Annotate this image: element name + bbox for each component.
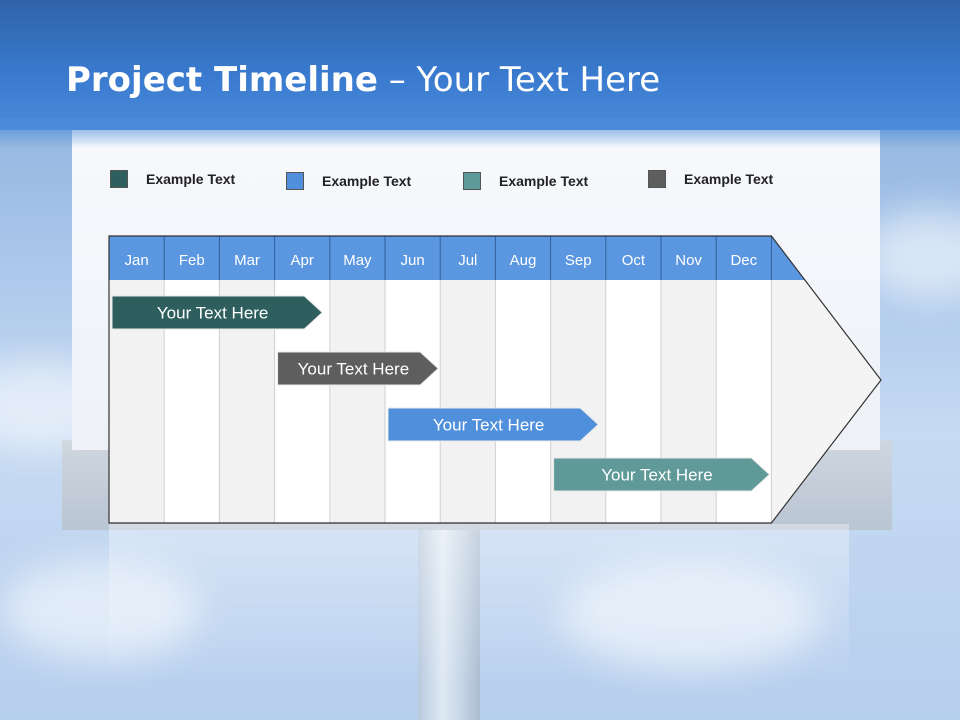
title-bar-fade (0, 118, 960, 148)
month-column (329, 280, 385, 523)
task-bar (111, 295, 324, 330)
task-label: Your Text Here (601, 466, 713, 485)
legend-item: Example Text (286, 172, 411, 190)
title-bold: Project Timeline (66, 60, 378, 100)
legend-swatch (110, 170, 128, 188)
task-bar (387, 407, 600, 442)
task-label: Your Text Here (298, 360, 410, 379)
legend-label: Example Text (146, 171, 236, 187)
month-label: Sep (565, 252, 592, 269)
legend-label: Example Text (322, 173, 412, 189)
timeline-outline (108, 235, 882, 524)
board-reflection (109, 524, 849, 684)
legend-swatch (648, 170, 666, 188)
month-header-band (109, 236, 805, 280)
legend-item: Example Text (648, 170, 773, 188)
month-label: Jun (401, 252, 425, 269)
legend-label: Example Text (684, 171, 774, 187)
cloud (0, 560, 200, 660)
page-title: Project Timeline – Your Text Here (66, 60, 660, 100)
month-label: Jan (125, 252, 149, 269)
month-label: Aug (510, 252, 537, 269)
task-bar (277, 351, 439, 386)
month-label: Apr (291, 252, 314, 269)
month-column (495, 280, 551, 523)
task-bar (553, 457, 771, 492)
month-column (385, 280, 441, 523)
month-column (440, 280, 496, 523)
month-label: May (343, 252, 372, 269)
month-label: Nov (675, 252, 702, 269)
month-label: Dec (730, 252, 757, 269)
month-label: Jul (458, 252, 477, 269)
task-label: Your Text Here (157, 304, 269, 323)
month-label: Oct (622, 252, 646, 269)
title-rest: – Your Text Here (377, 60, 661, 100)
title-bar (0, 0, 960, 130)
month-label: Feb (179, 252, 205, 269)
cloud (560, 560, 820, 670)
legend-item: Example Text (110, 170, 235, 188)
legend-label: Example Text (499, 173, 589, 189)
month-label: Mar (234, 252, 260, 269)
legend-item: Example Text (463, 172, 588, 190)
task-label: Your Text Here (433, 416, 545, 435)
billboard-pole (418, 520, 480, 720)
legend-swatch (463, 172, 481, 190)
legend-swatch (286, 172, 304, 190)
